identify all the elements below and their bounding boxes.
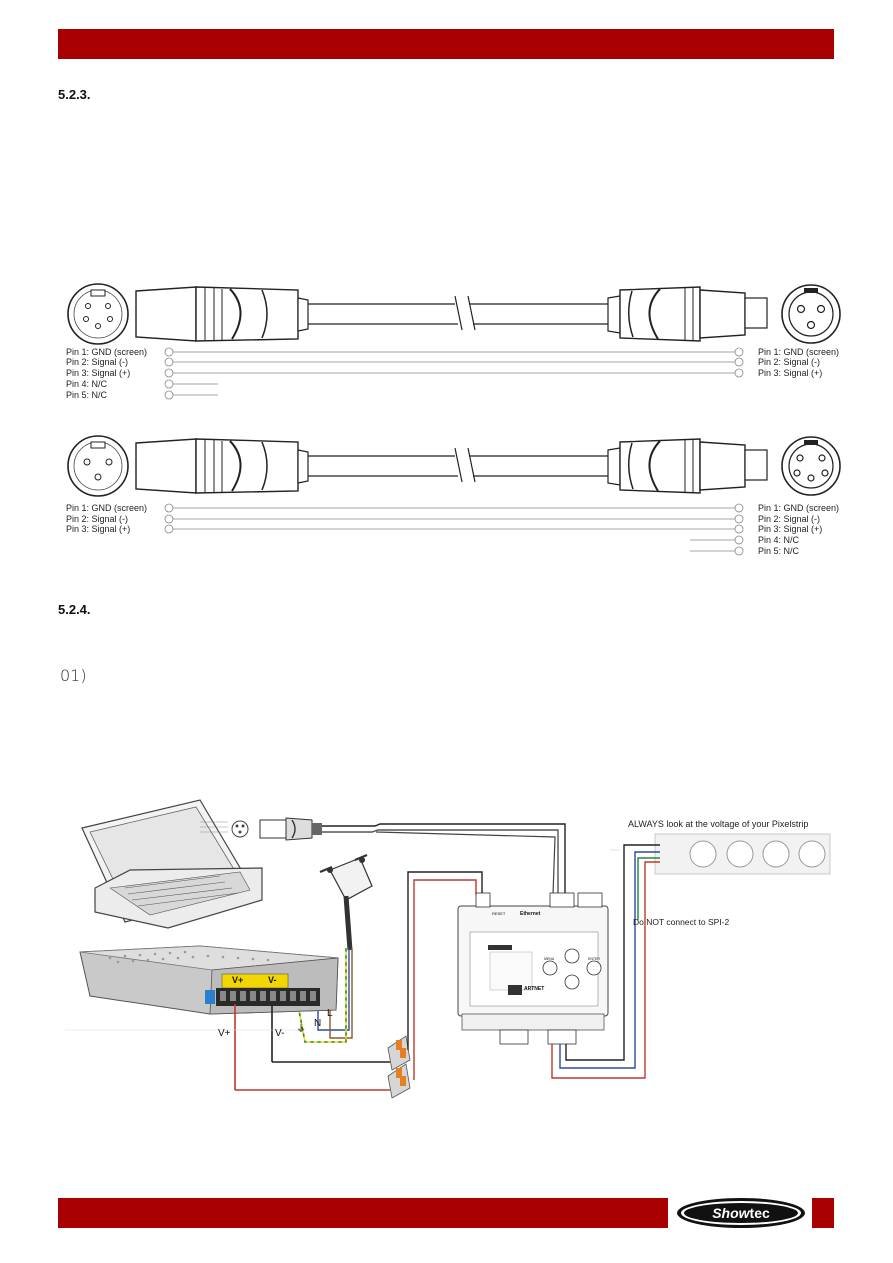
psu-label-v-minus: V- [268, 975, 277, 985]
controller-menu-label: MENU [544, 957, 555, 961]
section-heading-523: 5.2.3. [58, 87, 91, 102]
cable2-left-pin-3: Pin 3: Signal (+) [66, 524, 131, 534]
spi-warning-note: Do NOT connect to SPI-2 [633, 917, 730, 927]
power-supply [79, 945, 339, 1015]
controller-ethernet-label: Ethernet [520, 911, 541, 917]
cable-1 [67, 283, 841, 400]
section-heading-524: 5.2.4. [58, 602, 91, 617]
cable1-left-pin-5: Pin 5: N/C [66, 390, 108, 400]
cable2-right-pin-5: Pin 5: N/C [758, 546, 800, 556]
cable2-left-pin-2: Pin 2: Signal (-) [66, 514, 129, 524]
xlr3-male-face [67, 435, 129, 497]
pixel-strip [654, 833, 831, 875]
step-number: 01) [60, 666, 87, 685]
cable2-right-pin-2: Pin 2: Signal (-) [758, 514, 821, 524]
cable1-left-pin-3: Pin 3: Signal (+) [66, 368, 131, 378]
mains-plug [319, 853, 373, 951]
xlr3-female-face [781, 284, 841, 344]
wago-connector-red [387, 1063, 411, 1099]
cable1-right-pin-2: Pin 2: Signal (-) [758, 357, 821, 367]
label-neutral: N [314, 1018, 322, 1029]
cable2-left-pin-1: Pin 1: GND (screen) [66, 503, 148, 513]
footer-bar-right [812, 1198, 834, 1228]
cable2-right-pin-1: Pin 1: GND (screen) [758, 503, 840, 513]
cable1-right-pin-1: Pin 1: GND (screen) [758, 347, 840, 357]
cable1-right-pin-3: Pin 3: Signal (+) [758, 368, 823, 378]
wago-connector-black [387, 1035, 411, 1071]
earth-symbol: ⏚ [296, 1024, 306, 1035]
xlr5-female-face [781, 436, 841, 496]
cable1-left-pin-1: Pin 1: GND (screen) [66, 347, 148, 357]
cable-2 [67, 435, 841, 556]
controller-enter-label: ENTER [588, 957, 600, 961]
cable2-right-pin-4: Pin 4: N/C [758, 535, 800, 545]
showtec-logo: Showtec [677, 1198, 805, 1228]
controller-reset-label: RESET [492, 911, 506, 916]
svg-text:Showtec: Showtec [712, 1205, 770, 1221]
pixelstrip-voltage-note: ALWAYS look at the voltage of your Pixel… [628, 819, 809, 829]
xlr5-male-face [67, 283, 129, 345]
psu-label-v-plus: V+ [232, 975, 244, 985]
cable2-right-pin-3: Pin 3: Signal (+) [758, 524, 823, 534]
controller-brand-label: ARTNET [524, 986, 545, 992]
lighting-console [81, 799, 263, 929]
label-live: L [327, 1008, 333, 1019]
cable1-left-pin-4: Pin 4: N/C [66, 379, 108, 389]
label-v-plus: V+ [218, 1028, 231, 1039]
header-bar [58, 29, 834, 59]
pixel-controller [457, 892, 609, 1045]
cable1-left-pin-2: Pin 2: Signal (-) [66, 357, 129, 367]
footer-bar [58, 1198, 668, 1228]
label-v-minus: V- [275, 1028, 285, 1039]
